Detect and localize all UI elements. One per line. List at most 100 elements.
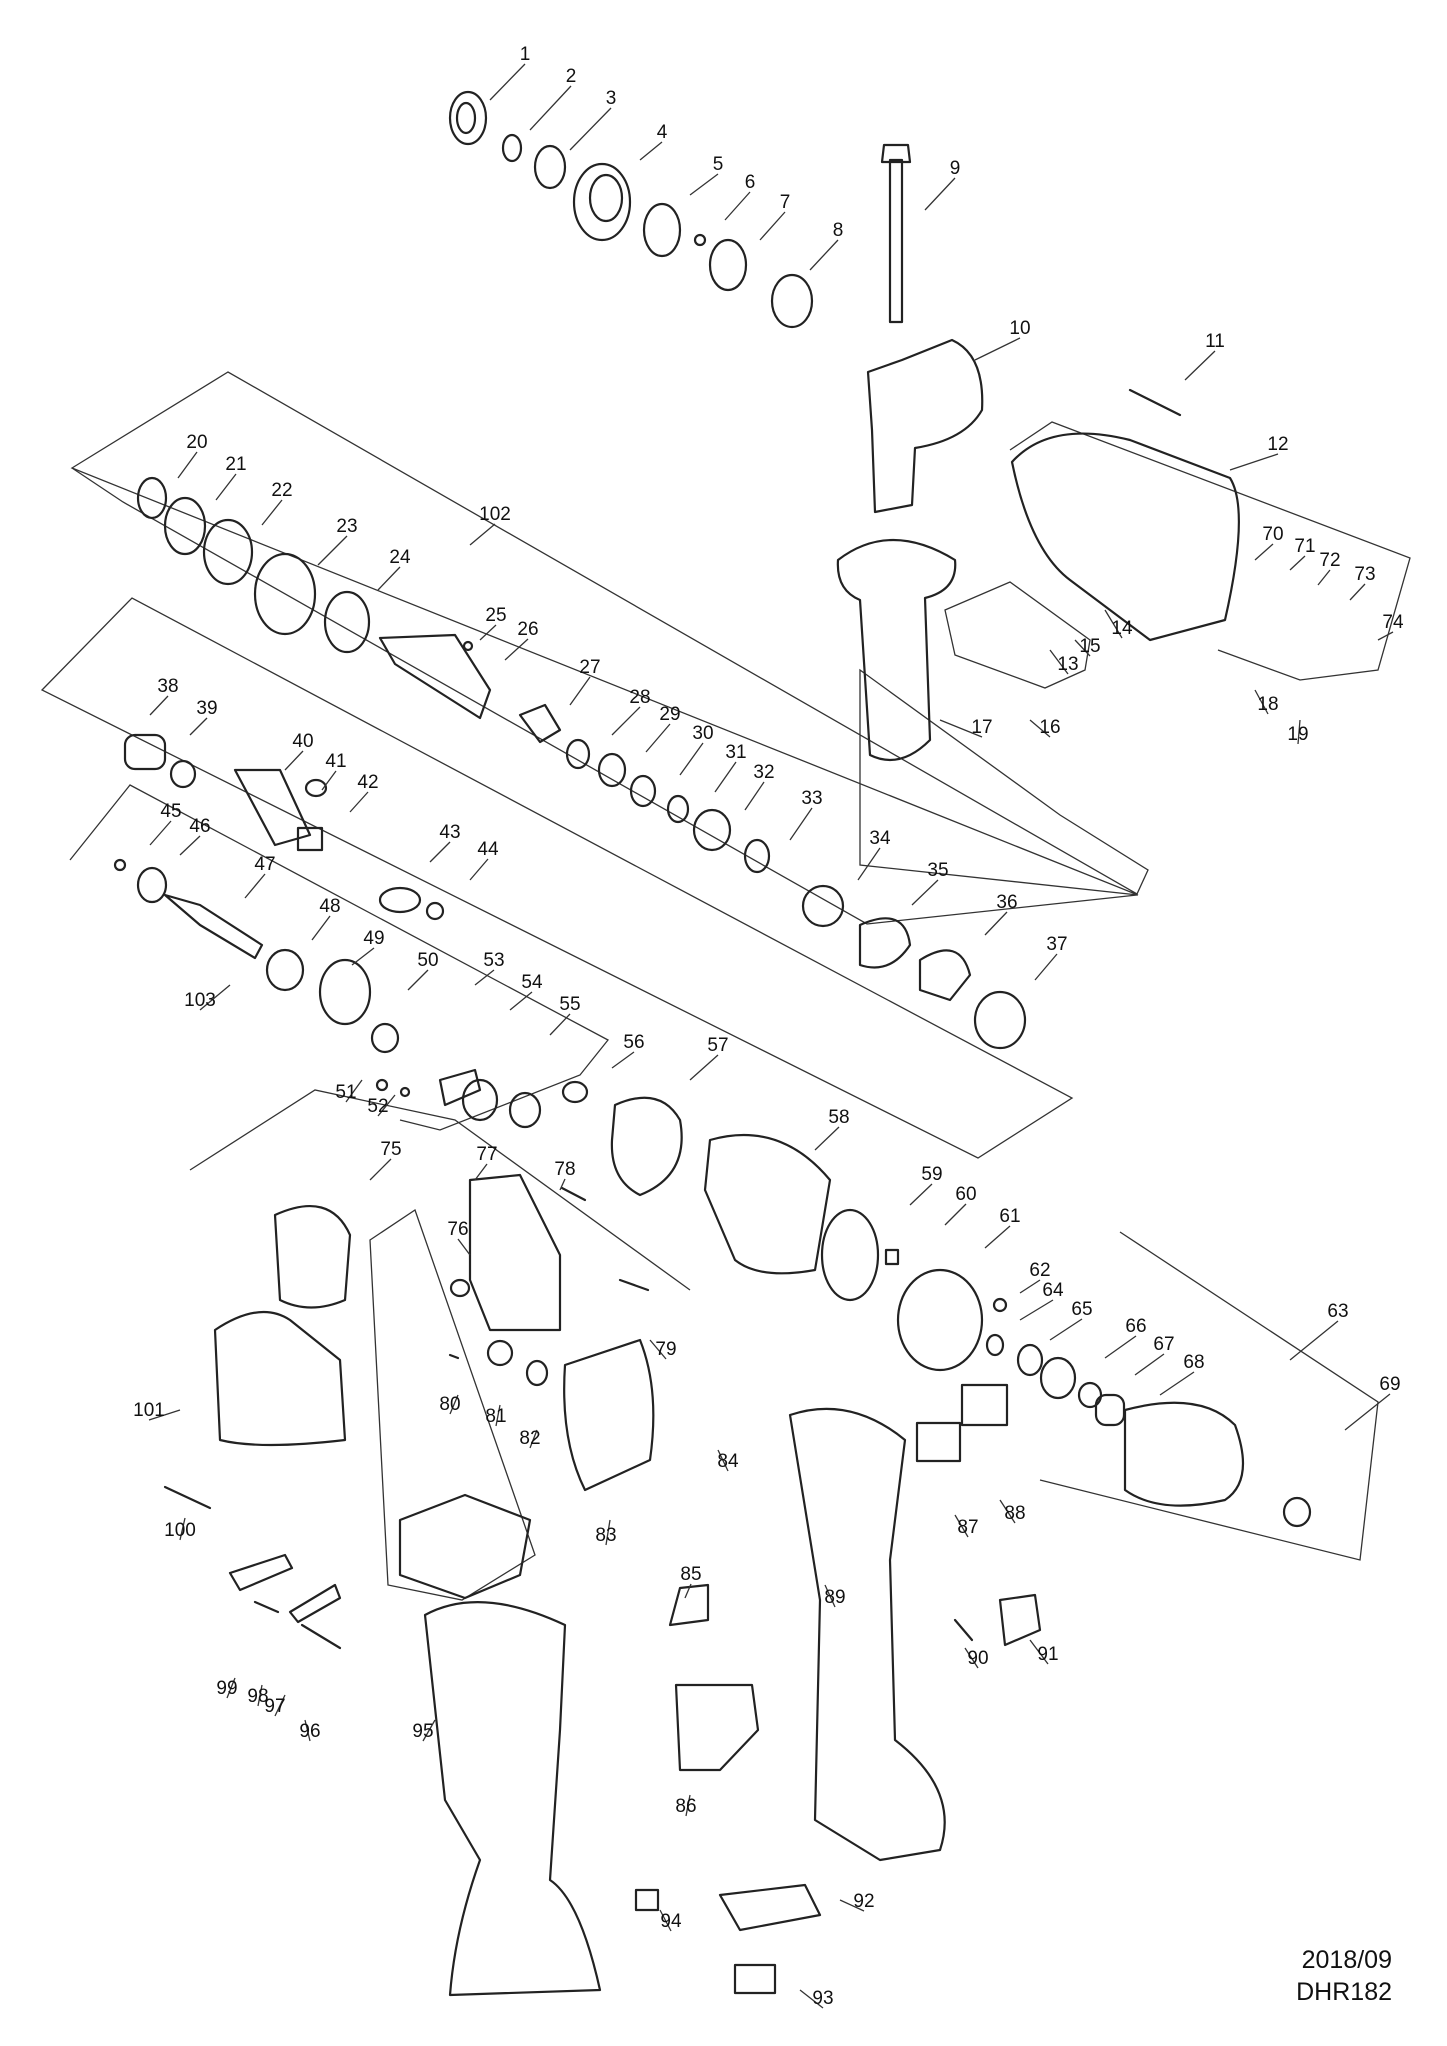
callout-number-26: 26 — [517, 619, 538, 640]
leader-line-24 — [377, 566, 401, 591]
leader-line-12 — [1229, 453, 1279, 471]
part-81-brush — [486, 1339, 514, 1367]
leader-line-96 — [304, 1719, 311, 1742]
part-90-screw — [953, 1618, 974, 1642]
callout-57: 57 — [689, 1035, 729, 1081]
callout-number-51: 51 — [335, 1082, 356, 1103]
leader-line-8 — [809, 239, 839, 271]
callout-number-79: 79 — [655, 1339, 676, 1360]
callout-42: 42 — [349, 772, 379, 813]
part-11-screw — [1128, 388, 1182, 417]
callout-73: 73 — [1349, 564, 1376, 601]
leader-line-65 — [1049, 1318, 1083, 1341]
part-35-plate — [858, 917, 912, 969]
leader-line-34 — [857, 847, 881, 881]
callout-number-5: 5 — [713, 154, 724, 175]
callout-number-23: 23 — [336, 516, 357, 537]
callout-number-62: 62 — [1029, 1260, 1050, 1281]
leader-line-23 — [317, 535, 348, 566]
callout-75: 75 — [369, 1139, 402, 1181]
part-92-terminal — [718, 1883, 822, 1932]
callout-number-78: 78 — [554, 1159, 575, 1180]
callout-number-73: 73 — [1354, 564, 1375, 585]
leader-line-78 — [559, 1178, 566, 1191]
part-9-head — [880, 143, 912, 164]
callout-number-9: 9 — [950, 158, 961, 179]
callout-60: 60 — [944, 1184, 977, 1226]
part-77-motor-housing — [468, 1173, 562, 1332]
part-64-washer — [985, 1333, 1005, 1357]
leader-line-18 — [1254, 689, 1269, 715]
callout-number-29: 29 — [659, 704, 680, 725]
leader-line-9 — [924, 177, 956, 211]
part-98-spring — [253, 1600, 280, 1614]
callout-number-22: 22 — [271, 480, 292, 501]
callout-69: 69 — [1344, 1374, 1401, 1431]
leader-line-6 — [724, 191, 751, 221]
callout-91: 91 — [1029, 1639, 1059, 1665]
hammer-front-parts — [448, 90, 1240, 762]
callout-87: 87 — [954, 1514, 979, 1538]
leader-line-100 — [179, 1517, 186, 1541]
callout-number-72: 72 — [1319, 550, 1340, 571]
group-102-parts — [136, 476, 771, 874]
callout-number-83: 83 — [595, 1525, 616, 1546]
part-66-bearing — [1039, 1356, 1077, 1400]
callout-number-95: 95 — [412, 1721, 433, 1742]
part-41-connecting-rod — [296, 826, 324, 852]
part-83-gasket — [563, 1338, 655, 1492]
footer-date: 2018/09 — [1301, 1946, 1392, 1974]
part-24-washer — [323, 590, 371, 654]
callout-number-38: 38 — [157, 676, 178, 697]
callout-number-36: 36 — [996, 892, 1017, 913]
callout-99: 99 — [216, 1677, 238, 1699]
callout-77: 77 — [474, 1144, 498, 1181]
callout-number-92: 92 — [853, 1891, 874, 1912]
part-33-ring — [743, 838, 771, 874]
callout-44: 44 — [469, 839, 499, 881]
leader-line-17 — [939, 719, 983, 738]
callout-number-65: 65 — [1071, 1299, 1092, 1320]
callout-number-46: 46 — [189, 816, 210, 837]
callout-56: 56 — [611, 1032, 645, 1069]
part-42-pin — [304, 778, 328, 798]
leader-line-4 — [639, 141, 663, 161]
callout-number-2: 2 — [566, 66, 577, 87]
part-68-sleeve — [1094, 1393, 1126, 1427]
callout-number-16: 16 — [1039, 717, 1060, 738]
callout-30: 30 — [679, 723, 714, 776]
callout-number-6: 6 — [745, 172, 756, 193]
leader-line-102 — [469, 523, 496, 546]
part-3-washer — [533, 144, 567, 190]
callout-number-34: 34 — [869, 828, 891, 849]
callout-46: 46 — [179, 816, 211, 856]
leader-line-53 — [474, 969, 495, 986]
callout-number-31: 31 — [725, 742, 746, 763]
callout-1: 1 — [489, 44, 530, 101]
callout-number-100: 100 — [164, 1520, 196, 1541]
part-88-label — [960, 1383, 1009, 1427]
callout-55: 55 — [549, 994, 581, 1036]
part-4-cap — [572, 162, 632, 242]
callout-64: 64 — [1019, 1280, 1064, 1321]
callout-number-84: 84 — [717, 1451, 739, 1472]
leader-line-68 — [1159, 1371, 1195, 1396]
callout-number-96: 96 — [299, 1721, 320, 1742]
leader-line-91 — [1029, 1639, 1049, 1665]
callout-43: 43 — [429, 822, 461, 863]
callout-number-39: 39 — [196, 698, 217, 719]
callout-92: 92 — [839, 1891, 875, 1912]
callout-number-101: 101 — [133, 1400, 165, 1421]
part-78-screw — [560, 1186, 587, 1202]
leader-line-92 — [839, 1899, 865, 1912]
part-53-plate — [438, 1068, 482, 1107]
callout-23: 23 — [317, 516, 358, 566]
leader-line-49 — [351, 947, 375, 966]
callout-31: 31 — [714, 742, 747, 793]
part-30-ring — [629, 774, 657, 808]
callout-100: 100 — [164, 1517, 196, 1541]
part-96-pin — [300, 1623, 342, 1650]
leader-line-31 — [714, 761, 737, 793]
leader-line-66 — [1104, 1335, 1137, 1359]
callout-number-18: 18 — [1257, 694, 1278, 715]
